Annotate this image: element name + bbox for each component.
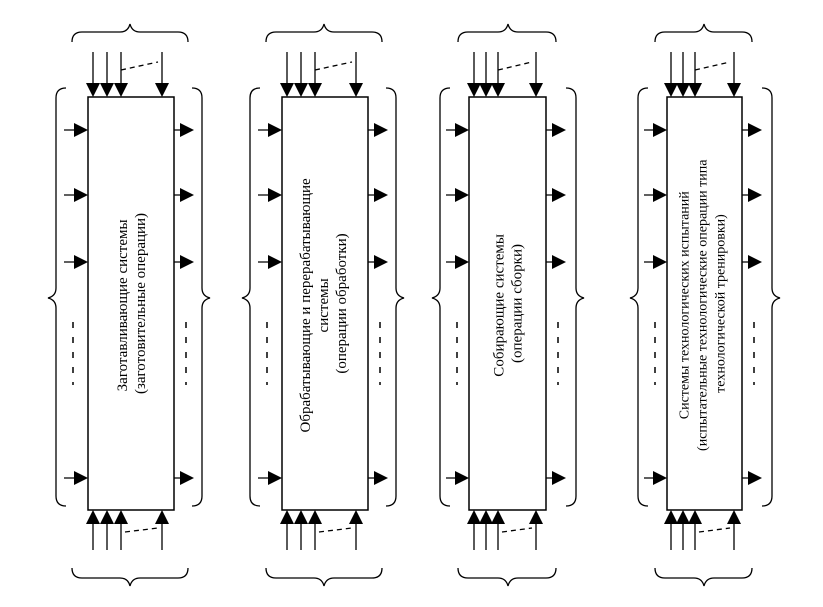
left-input-arrows <box>644 123 667 485</box>
system-block-1: Заготавливающие системы (заготовительные… <box>47 23 211 587</box>
braces <box>629 23 781 587</box>
system-label: Обрабатывающие и перерабатывающие систем… <box>298 175 350 433</box>
braces <box>241 23 405 587</box>
bottom-input-arrows <box>467 510 543 550</box>
bottom-input-arrows <box>86 510 169 550</box>
left-input-arrows <box>258 123 282 485</box>
braces <box>47 23 211 587</box>
right-output-arrows <box>174 123 194 485</box>
system-label: Системы технологических испытаний (испыт… <box>678 156 729 451</box>
top-input-arrows <box>664 52 741 97</box>
system-box <box>281 96 369 511</box>
right-output-arrows <box>546 123 566 485</box>
left-input-arrows <box>64 123 88 485</box>
top-input-arrows <box>86 52 169 97</box>
bottom-input-arrows <box>664 510 741 550</box>
top-input-arrows <box>280 52 363 97</box>
right-output-arrows <box>742 123 762 485</box>
system-block-4: Системы технологических испытаний (испыт… <box>629 23 781 587</box>
system-block-2: Обрабатывающие и перерабатывающие систем… <box>241 23 405 587</box>
system-label: Собирающие системы (операции сборки) <box>492 230 526 376</box>
system-box <box>87 96 175 511</box>
system-block-3: Собирающие системы (операции сборки) <box>431 23 585 587</box>
left-input-arrows <box>446 123 469 485</box>
braces <box>431 23 585 587</box>
top-input-arrows <box>467 52 543 97</box>
system-box <box>468 96 547 511</box>
system-label: Заготавливающие системы (заготовительные… <box>115 213 149 394</box>
system-box <box>666 96 743 511</box>
right-output-arrows <box>368 123 388 485</box>
bottom-input-arrows <box>280 510 363 550</box>
